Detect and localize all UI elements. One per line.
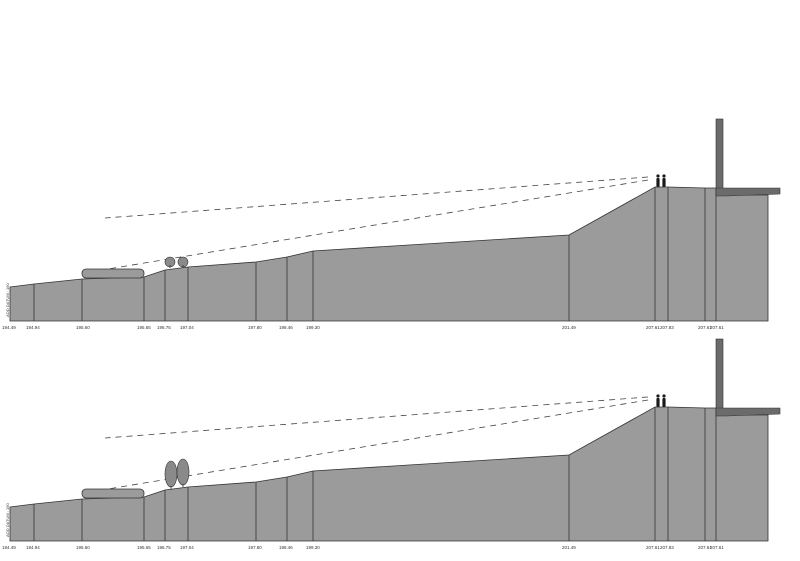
section-top: 194.49 194.94 195.60 195.65 196.75 197.04 197.… [2, 118, 781, 330]
building-icon [715, 338, 781, 417]
building-icon [715, 118, 781, 197]
chainage-label: 195.60 [76, 545, 90, 550]
chainage-label: 207.83 [660, 325, 674, 330]
chainage-label: 207.61 [646, 545, 660, 550]
section-bottom: 194.49 194.94 195.60 195.65 196.75 197.04 197.… [2, 338, 781, 550]
chainage-label: 207.61 [698, 545, 712, 550]
chainage-label: 197.80 [248, 545, 262, 550]
chainage-label: 194.94 [26, 545, 40, 550]
tree-icon [164, 256, 189, 268]
sight-lines [104, 176, 649, 270]
chainage-label: 195.65 [137, 545, 151, 550]
person-icon [656, 394, 666, 407]
chainage-label: 194.49 [2, 545, 16, 550]
chainage-label: 194.49 [2, 325, 16, 330]
chainage-label: 197.04 [180, 545, 194, 550]
chainage-label: 207.61 [698, 325, 712, 330]
chainage-label: 197.80 [248, 325, 262, 330]
tree-icon [164, 458, 190, 489]
chainage-label: 195.65 [137, 325, 151, 330]
chainage-label: 207.61 [710, 325, 724, 330]
chainage-label: 195.60 [76, 325, 90, 330]
datum-label: AOD DATUM : 190 [5, 283, 10, 317]
chainage-label: 207.83 [660, 545, 674, 550]
chainage-label: 207.61 [646, 325, 660, 330]
chainage-label: 201.49 [562, 545, 576, 550]
chainage-label: 199.30 [306, 325, 320, 330]
datum-label: AOD DATUM : 190 [5, 503, 10, 537]
raised-mound [81, 488, 145, 499]
chainage-label: 207.61 [710, 545, 724, 550]
person-icon [656, 174, 666, 187]
ground-profile [9, 406, 769, 542]
chainage-label: 198.46 [279, 325, 293, 330]
chainage-label: 196.75 [157, 545, 171, 550]
chainage-label: 199.30 [306, 545, 320, 550]
chainage-label: 196.75 [157, 325, 171, 330]
chainage-label: 194.94 [26, 325, 40, 330]
chainage-label: 197.04 [180, 325, 194, 330]
chainage-label: 201.49 [562, 325, 576, 330]
ground-profile [9, 186, 769, 322]
raised-mound [81, 268, 145, 279]
sight-lines [104, 396, 649, 490]
chainage-label: 198.46 [279, 545, 293, 550]
